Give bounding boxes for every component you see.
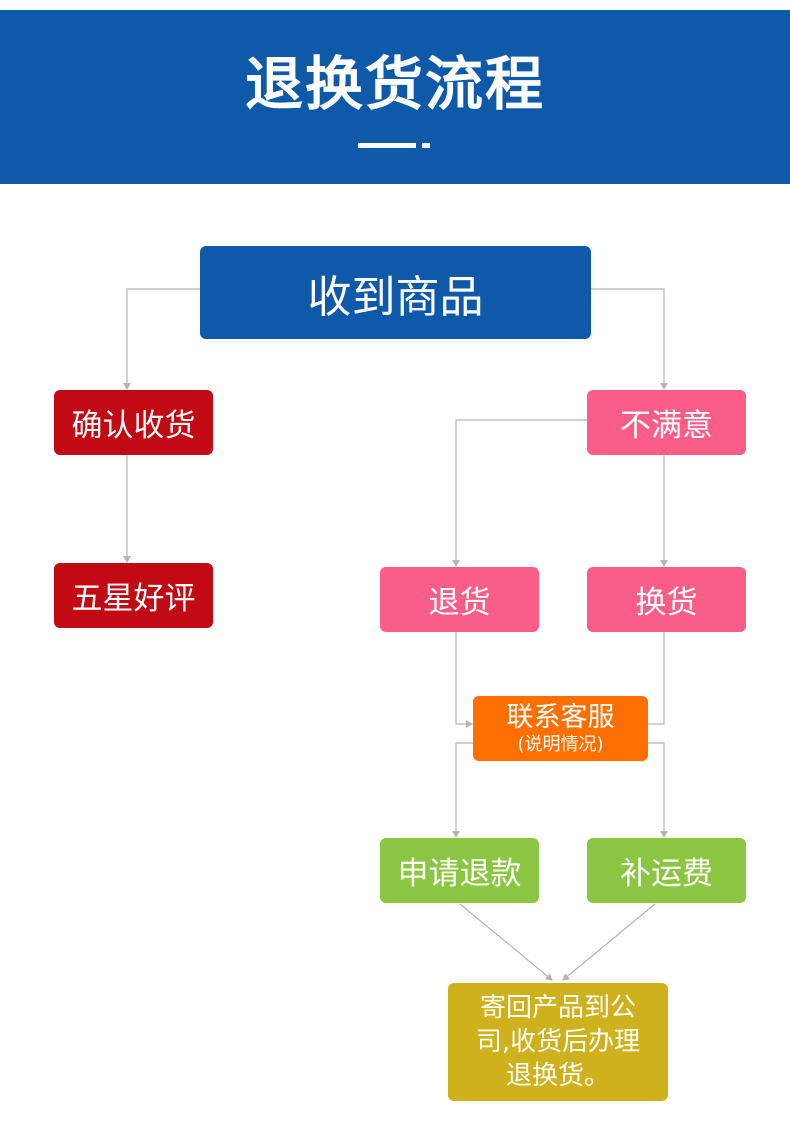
connector-refund-final bbox=[459, 903, 553, 981]
title-underline-dot bbox=[422, 143, 430, 148]
node-confirm-receipt-label: 确认收货 bbox=[71, 408, 196, 444]
node-receive-goods-label: 收到商品 bbox=[307, 271, 484, 323]
node-return-label: 退货 bbox=[428, 585, 491, 621]
node-pay-shipping: 补运费 bbox=[587, 838, 746, 903]
node-send-back-line-3: 退换货。 bbox=[505, 1061, 610, 1091]
connector-unsatisfied-return bbox=[452, 419, 587, 567]
connector-receive-unsatisfied bbox=[591, 288, 668, 390]
node-unsatisfied: 不满意 bbox=[587, 390, 746, 455]
title-underline bbox=[358, 143, 416, 148]
node-confirm-receipt: 确认收货 bbox=[54, 390, 213, 455]
node-exchange-label: 换货 bbox=[635, 585, 698, 621]
page-title: 退换货流程 bbox=[244, 50, 545, 118]
node-five-star-review: 五星好评 bbox=[54, 563, 213, 628]
node-receive-goods: 收到商品 bbox=[200, 246, 591, 339]
node-contact-support-label: 联系客服 bbox=[506, 701, 615, 733]
connector-contact-shipping bbox=[648, 742, 668, 838]
node-send-back-product: 寄回产品到公 司,收货后办理 退换货。 bbox=[448, 983, 668, 1101]
connector-exchange-contact bbox=[648, 632, 665, 725]
connector-receive-confirm bbox=[123, 288, 200, 390]
node-send-back-line-2: 司,收货后办理 bbox=[475, 1027, 641, 1057]
header-banner: 退换货流程 bbox=[0, 10, 790, 184]
node-exchange: 换货 bbox=[587, 567, 746, 632]
node-contact-support-note: (说明情况) bbox=[517, 733, 604, 755]
connector-return-contact bbox=[455, 632, 473, 728]
node-unsatisfied-label: 不满意 bbox=[620, 408, 713, 444]
node-return: 退货 bbox=[380, 567, 539, 632]
node-pay-shipping-label: 补运费 bbox=[620, 856, 713, 892]
node-apply-refund-label: 申请退款 bbox=[397, 856, 522, 892]
connector-contact-refund bbox=[452, 742, 473, 838]
node-send-back-line-1: 寄回产品到公 bbox=[479, 993, 636, 1023]
connector-shipping-final bbox=[562, 903, 656, 981]
node-five-star-review-label: 五星好评 bbox=[71, 581, 196, 617]
node-apply-refund: 申请退款 bbox=[380, 838, 539, 903]
node-contact-support: 联系客服 (说明情况) bbox=[473, 696, 648, 761]
